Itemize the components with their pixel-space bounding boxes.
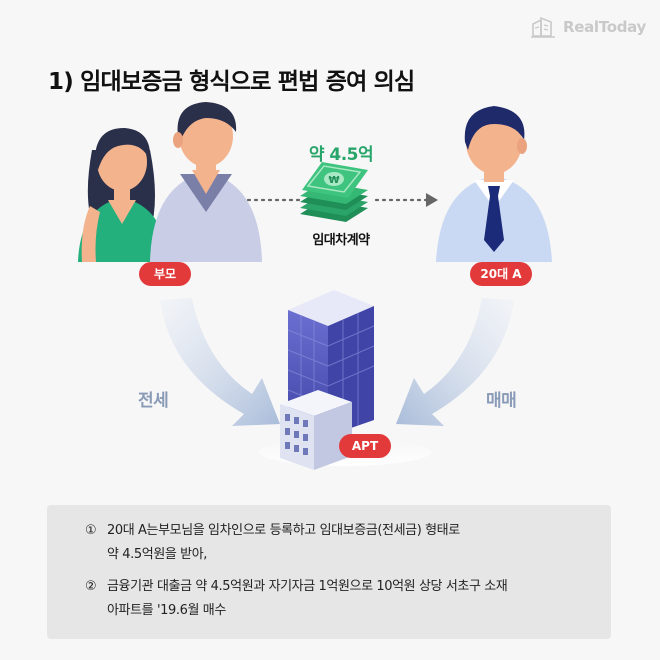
father-figure-icon	[150, 102, 262, 262]
note-text-line: 약 4.5억원을 받아,	[107, 547, 208, 562]
apartment-building-icon	[280, 290, 375, 470]
brand-name: RealToday	[562, 18, 646, 36]
jeonse-label: 전세	[138, 391, 169, 411]
woman-figure-icon	[78, 128, 168, 262]
apt-badge: APT	[339, 434, 391, 458]
parents-badge: 부모	[139, 262, 191, 286]
note-text-line: 20대 A는부모님을 임차인으로 등록하고 임대보증금(전세금) 형태로	[107, 523, 460, 538]
left-curved-arrow-icon	[160, 298, 280, 426]
contract-label: 임대차계약	[312, 233, 370, 248]
purchase-label: 매매	[486, 391, 517, 411]
note-text-line: 금융기관 대출금 약 4.5억원과 자기자금 1억원으로 10억원 상당 서초구…	[107, 579, 508, 594]
building-logo-icon	[530, 16, 555, 38]
svg-text:₩: ₩	[328, 175, 339, 186]
note-number: ①	[85, 523, 97, 538]
notes-box: ① 20대 A는부모님을 임차인으로 등록하고 임대보증금(전세금) 형태로 약…	[47, 505, 611, 639]
diagram-illustration: ₩	[78, 102, 552, 470]
page-title: 1) 임대보증금 형식으로 편법 증여 의심	[48, 69, 415, 95]
brand-logo: RealToday	[530, 16, 646, 38]
buyer-badge: 20대 A	[470, 262, 532, 286]
note-number: ②	[85, 579, 97, 594]
money-stack-icon: ₩	[300, 162, 368, 222]
arrow-right-icon	[426, 193, 438, 207]
right-curved-arrow-icon	[396, 298, 514, 426]
amount-label: 약 4.5억	[308, 145, 374, 165]
buyer-figure-icon	[436, 106, 552, 262]
note-text-line: 아파트를 '19.6월 매수	[107, 603, 226, 618]
